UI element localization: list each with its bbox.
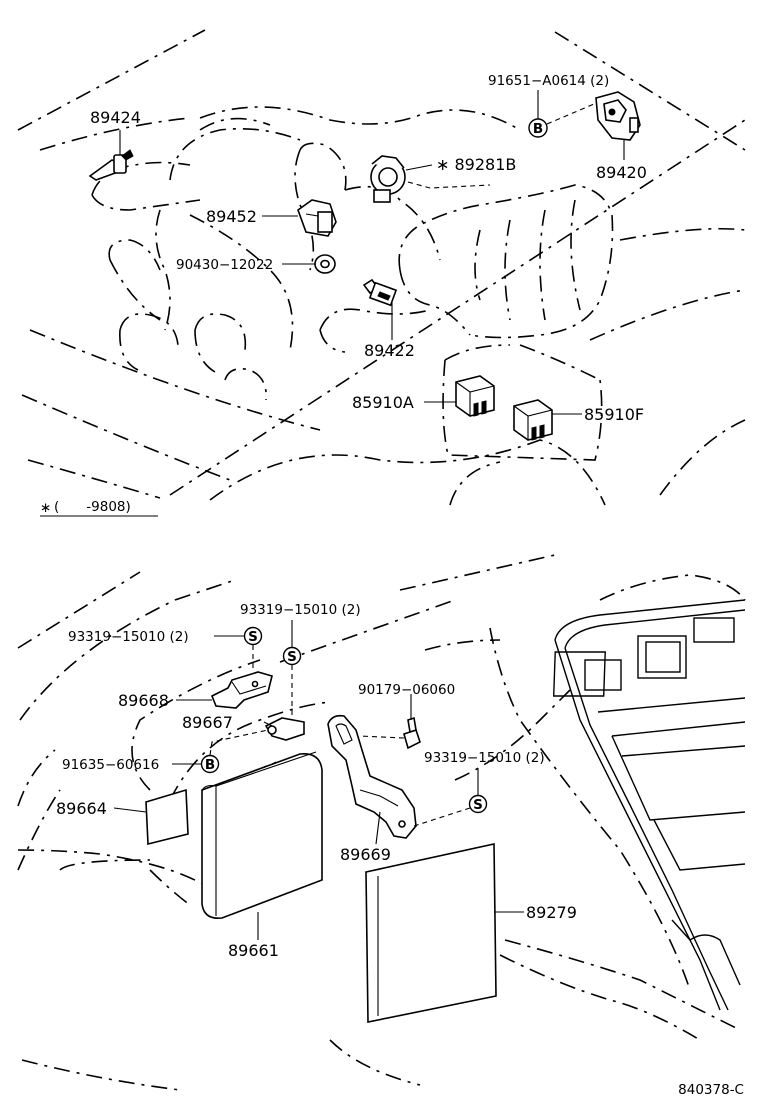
label-89667: 89667 [182, 713, 233, 732]
label-89422: 89422 [364, 341, 415, 360]
label-89281B: ∗ 89281B [436, 155, 516, 174]
label-89669: 89669 [340, 845, 391, 864]
label-93319c: 93319−15010 (2) [424, 750, 545, 766]
ecu-89661-icon [201, 751, 323, 920]
svg-text:B: B [205, 757, 215, 773]
label-89424: 89424 [90, 108, 141, 127]
sensor-89281B-icon [370, 155, 406, 203]
label-89664: 89664 [56, 799, 107, 818]
leader-lines-bottom [113, 620, 524, 940]
label-93319b: 93319−15010 (2) [240, 602, 361, 618]
label-90179: 90179−06060 [358, 682, 455, 698]
note-text: ( -9808) [54, 499, 131, 515]
bracket-89667-icon [264, 717, 305, 741]
center-console [552, 599, 746, 1011]
module-89279-icon [365, 843, 497, 1023]
leader-lines-top [119, 90, 625, 415]
label-89420: 89420 [596, 163, 647, 182]
bracket-89668-icon [210, 671, 273, 709]
interior-outline [17, 554, 746, 1091]
label-89668: 89668 [118, 691, 169, 710]
clip-90179-icon [403, 716, 421, 750]
relay-85910A-icon [455, 375, 495, 417]
screw-marker-S3-icon: S [468, 794, 488, 814]
note-marker: ∗ [40, 500, 51, 516]
label-85910F: 85910F [584, 405, 644, 424]
bolt-marker-B2-icon: B [200, 754, 220, 774]
label-89661: 89661 [228, 941, 279, 960]
label-89279: 89279 [526, 903, 577, 922]
svg-text:B: B [533, 121, 543, 137]
washer-90430-icon [314, 254, 336, 274]
bracket-89669-icon [327, 714, 417, 839]
svg-text:S: S [287, 649, 297, 665]
pad-89664-icon [145, 788, 189, 846]
svg-text:S: S [473, 797, 483, 813]
date-note: ∗ ( -9808) [40, 499, 158, 517]
label-90430: 90430−12022 [176, 257, 273, 273]
screw-marker-S1-icon: S [243, 626, 263, 646]
relay-85910F-icon [513, 399, 553, 441]
sensor-89420-icon [595, 91, 641, 141]
label-93319a: 93319−15010 (2) [68, 629, 189, 645]
figure-code: 840378-C [678, 1082, 744, 1098]
svg-text:S: S [248, 629, 258, 645]
sensor-89424-icon [88, 149, 134, 181]
label-85910A: 85910A [352, 393, 414, 412]
sensor-89452-icon [297, 199, 337, 237]
engine-bay-outline [17, 29, 746, 506]
bolt-marker-B-icon: B [528, 118, 548, 138]
label-91635: 91635−60616 [62, 757, 159, 773]
label-91651: 91651−A0614 (2) [488, 73, 609, 89]
sensor-89422-icon [362, 278, 398, 307]
label-89452: 89452 [206, 207, 257, 226]
screw-marker-S2-icon: S [282, 646, 302, 666]
